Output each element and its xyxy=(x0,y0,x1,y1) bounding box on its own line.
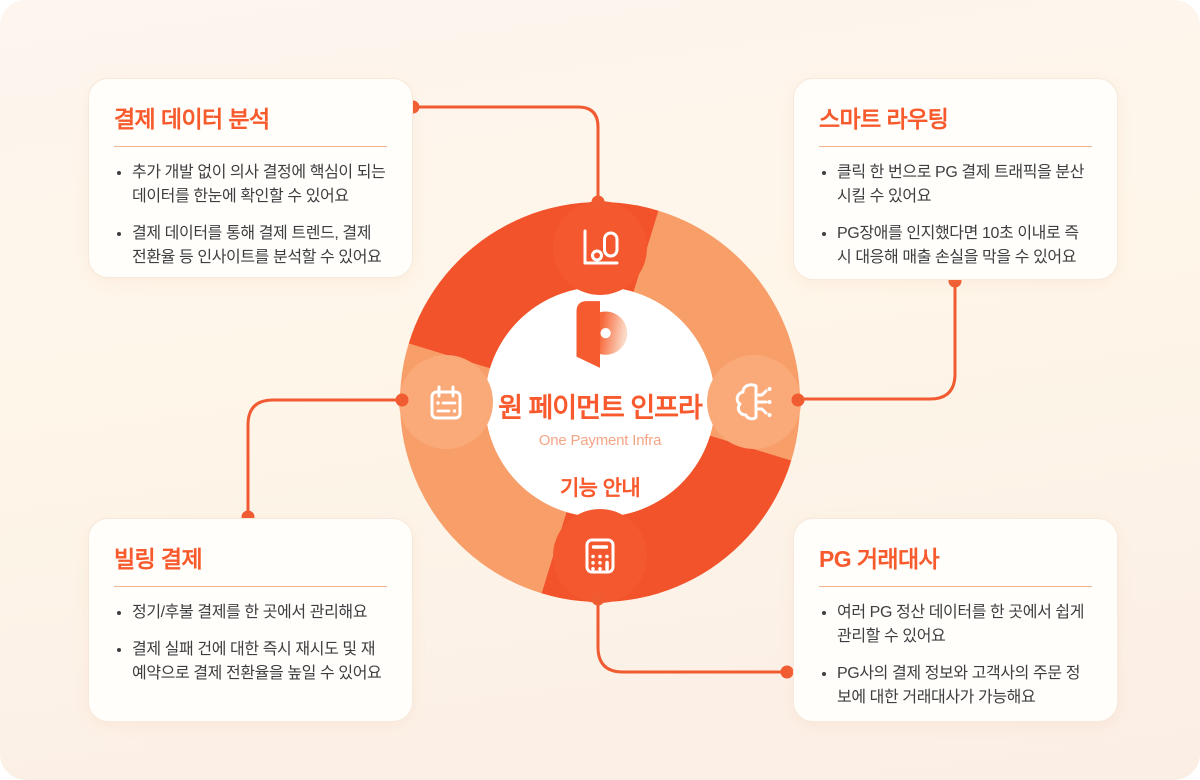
portone-logo xyxy=(576,301,628,368)
bullet-item: 결제 데이터를 통해 결제 트렌드, 결제 전환율 등 인사이트를 분석할 수 … xyxy=(132,222,387,270)
card-divider xyxy=(819,146,1092,147)
bullet-item: 추가 개발 없이 의사 결정에 핵심이 되는 데이터를 한눈에 확인할 수 있어… xyxy=(132,161,387,209)
card-bullets: 클릭 한 번으로 PG 결제 트래픽을 분산시킬 수 있어요 PG장애를 인지했… xyxy=(819,161,1092,270)
ring-inner-circle xyxy=(485,287,715,517)
card-smart-routing: 스마트 라우팅 클릭 한 번으로 PG 결제 트래픽을 분산시킬 수 있어요 P… xyxy=(793,78,1118,280)
blob-top xyxy=(553,201,647,295)
bullet-item: 클릭 한 번으로 PG 결제 트래픽을 분산시킬 수 있어요 xyxy=(837,161,1092,209)
bullet-item: PG장애를 인지했다면 10초 이내로 즉시 대응해 매출 손실을 막을 수 있… xyxy=(837,222,1092,270)
card-bullets: 추가 개발 없이 의사 결정에 핵심이 되는 데이터를 한눈에 확인할 수 있어… xyxy=(114,161,387,270)
connector-bottom-right xyxy=(596,600,787,674)
card-title: PG 거래대사 xyxy=(819,546,940,572)
calendar-icon xyxy=(430,385,462,420)
card-billing-payment: 빌링 결제 정기/후불 결제를 한 곳에서 관리해요 결제 실패 건에 대한 즉… xyxy=(88,518,413,722)
calculator-icon xyxy=(585,538,615,574)
card-divider xyxy=(114,586,387,587)
bullet-item: 결제 실패 건에 대한 즉시 재시도 및 재예약으로 결제 전환율을 높일 수 … xyxy=(132,638,387,686)
center-subtitle: One Payment Infra xyxy=(538,432,662,449)
feature-ring-diagram xyxy=(399,201,801,603)
card-title: 결제 데이터 분석 xyxy=(114,106,270,132)
connector-top-right xyxy=(799,281,957,401)
bullet-item: PG사의 결제 정보와 고객사의 주문 정보에 대한 거래대사가 가능해요 xyxy=(837,662,1092,710)
bar-chart-icon xyxy=(583,229,619,265)
connector-bottom-left xyxy=(246,398,401,517)
card-bullets: 정기/후불 결제를 한 곳에서 관리해요 결제 실패 건에 대한 즉시 재시도 … xyxy=(114,601,387,686)
center-content: 원 페이먼트 인프라 One Payment Infra 기능 안내 xyxy=(480,298,720,502)
card-pg-reconciliation: PG 거래대사 여러 PG 정산 데이터를 한 곳에서 쉽게 관리할 수 있어요… xyxy=(793,518,1118,722)
card-divider xyxy=(819,586,1092,587)
blob-right xyxy=(707,355,801,449)
card-title: 빌링 결제 xyxy=(114,546,203,572)
connector-top-left xyxy=(413,105,600,201)
card-title: 스마트 라우팅 xyxy=(819,106,949,132)
bullet-item: 여러 PG 정산 데이터를 한 곳에서 쉽게 관리할 수 있어요 xyxy=(837,601,1092,649)
bullet-item: 정기/후불 결제를 한 곳에서 관리해요 xyxy=(132,601,387,625)
smart-routing-brain-icon xyxy=(735,383,772,421)
card-payment-data-analysis: 결제 데이터 분석 추가 개발 없이 의사 결정에 핵심이 되는 데이터를 한눈… xyxy=(88,78,413,278)
center-caption: 기능 안내 xyxy=(559,477,641,500)
center-title: 원 페이먼트 인프라 xyxy=(498,393,703,423)
card-bullets: 여러 PG 정산 데이터를 한 곳에서 쉽게 관리할 수 있어요 PG사의 결제… xyxy=(819,601,1092,710)
card-divider xyxy=(114,146,387,147)
